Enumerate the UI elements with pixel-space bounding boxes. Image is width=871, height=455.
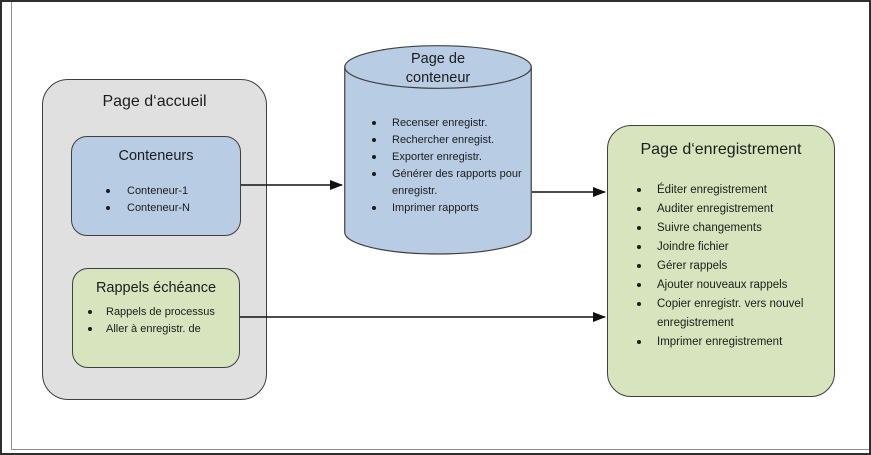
bullet-icon [372,172,376,176]
reminders-title: Rappels échéance [95,280,217,296]
bullet-icon [88,327,92,331]
bullet-icon [372,206,376,210]
record-page-node: Page d‘enregistrement Éditer enregistrem… [607,125,835,397]
containers-node: Conteneurs Conteneur-1 Conteneur-N [71,136,241,236]
list-item: Aller à enregistr. de [88,321,239,338]
bullet-icon [372,155,376,159]
reminders-node: Rappels échéance Rappels de processus Al… [72,268,240,368]
bullet-icon [106,189,110,193]
list-item: Gérer rappels [637,257,834,276]
database-cylinder-icon [344,45,532,255]
bullet-icon [372,138,376,142]
list-item: Rappels de processus [88,304,239,321]
record-page-list: Éditer enregistrement Auditer enregistre… [608,181,834,352]
list-item: Imprimer enregistrement [637,333,834,352]
home-page-node: Page d‘accueil Conteneurs Conteneur-1 Co… [42,79,267,400]
list-item: Ajouter nouveaux rappels [637,276,834,295]
list-item: Auditer enregistrement [637,200,834,219]
list-item: Conteneur-1 [106,183,240,200]
container-page-node: Page de conteneur Recenser enregistr. Re… [344,45,532,255]
bullet-icon [637,302,641,306]
containers-title: Conteneurs [118,148,194,164]
bullet-icon [637,188,641,192]
container-page-list: Recenser enregistr. Rechercher enregist.… [372,115,522,217]
list-item: Imprimer rapports [372,200,522,217]
record-page-title: Page d‘enregistrement [640,141,802,158]
container-page-title: Page de conteneur [405,51,471,86]
list-item: Joindre fichier [637,238,834,257]
list-item: Copier enregistr. vers nouvel enregistre… [637,295,834,333]
bullet-icon [637,264,641,268]
list-item: Rechercher enregist. [372,132,522,149]
list-item: Conteneur-N [106,200,240,217]
list-item: Suivre changements [637,219,834,238]
bullet-icon [88,310,92,314]
bullet-icon [637,340,641,344]
home-page-title: Page d‘accueil [102,93,207,110]
containers-list: Conteneur-1 Conteneur-N [72,183,240,217]
reminders-list: Rappels de processus Aller à enregistr. … [73,304,239,338]
list-item: Éditer enregistrement [637,181,834,200]
bullet-icon [637,283,641,287]
canvas-inner-edge-bottom [11,449,869,450]
bullet-icon [637,245,641,249]
bullet-icon [372,121,376,125]
list-item: Exporter enregistr. [372,149,522,166]
bullet-icon [106,206,110,210]
list-item: Générer des rapports pour enregistr. [372,166,522,200]
canvas-inner-edge-left [11,2,12,450]
list-item: Recenser enregistr. [372,115,522,132]
bullet-icon [637,207,641,211]
bullet-icon [637,226,641,230]
